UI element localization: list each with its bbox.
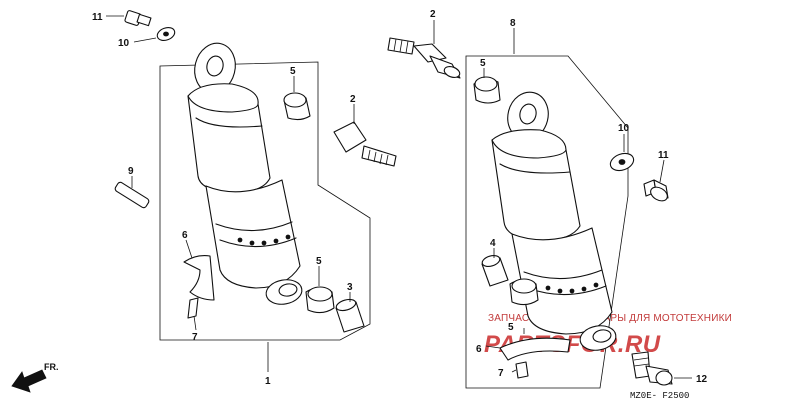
right-stud-2 [387,37,461,79]
left-pin-9 [114,181,150,209]
callout-5-left-upper: 5 [290,66,296,77]
callout-7-left: 7 [192,332,198,343]
callout-8: 8 [510,18,516,29]
left-washer-10 [156,27,176,41]
left-bushing-5-lower [305,286,335,314]
right-band-6 [499,337,571,361]
callout-7-right: 7 [498,368,504,379]
right-leader-lines [433,20,692,379]
right-bushing-5-lower [509,278,539,306]
diagram-code: MZ0E- F2500 [630,391,689,400]
right-bolt-11 [643,179,669,202]
front-label: FR. [44,362,59,372]
left-leader-lines [106,15,355,372]
callout-3: 3 [347,282,353,293]
front-arrow-icon [11,369,47,393]
left-band-6 [183,255,215,301]
callout-5-right-upper: 5 [480,58,486,69]
left-bushing-5-upper [283,92,311,121]
callout-6-right: 6 [476,344,482,355]
front-direction-indicator: FR. [11,362,59,393]
callout-1: 1 [265,376,271,387]
callout-5-right-lower: 5 [508,322,514,333]
callout-labels: 11 10 5 2 9 6 5 3 7 1 2 8 5 10 11 4 5 6 … [92,9,708,387]
right-clip-7 [515,361,529,379]
callout-10-left: 10 [118,38,130,49]
callout-10-right: 10 [618,123,630,134]
callout-4: 4 [490,238,496,249]
bolt-12 [631,351,673,386]
callout-12: 12 [696,374,708,385]
callout-6-left: 6 [182,230,188,241]
left-stud-2 [333,121,397,167]
right-shock-absorber [491,91,617,351]
left-assembly-outline [159,61,371,341]
callout-2-left: 2 [350,94,356,105]
collar-4 [481,255,509,287]
right-bushing-5-upper [473,76,501,104]
callout-5-left-lower: 5 [316,256,322,267]
collar-3 [335,298,365,333]
right-assembly-outline [465,55,629,389]
left-clip-7 [187,297,199,319]
callout-11-left: 11 [92,12,103,23]
left-bolt-11 [124,10,152,27]
callout-11-right: 11 [658,150,669,161]
left-shock-absorber [187,42,303,305]
callout-2-right: 2 [430,9,436,20]
callout-9: 9 [128,166,134,177]
right-washer-10 [609,152,635,172]
